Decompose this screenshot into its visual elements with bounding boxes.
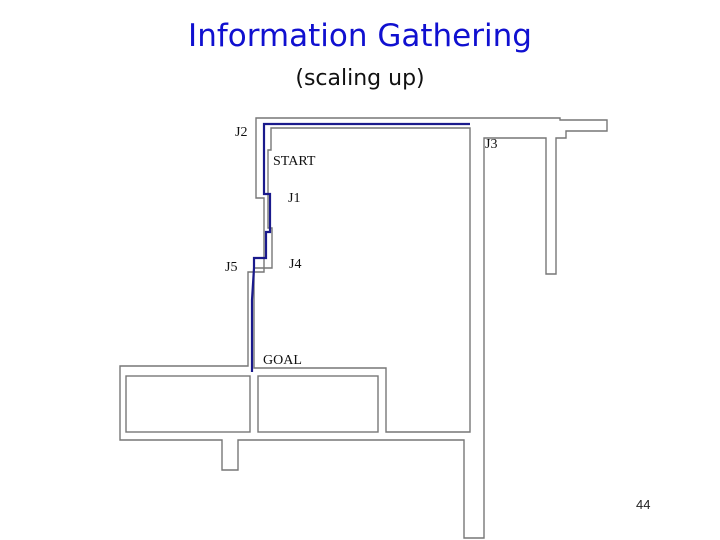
- corridor-inner-wall: [253, 127, 471, 433]
- corridor-outer-wall: [119, 117, 608, 539]
- label-goal: GOAL: [263, 353, 302, 368]
- label-j5: J5: [225, 260, 237, 275]
- room-right: [257, 375, 379, 433]
- label-j2: J2: [235, 125, 247, 140]
- label-j4: J4: [289, 257, 301, 272]
- room-left: [125, 375, 251, 433]
- label-j3: J3: [485, 137, 497, 152]
- page-number: 44: [636, 497, 651, 512]
- slide-subtitle: (scaling up): [295, 66, 425, 91]
- label-start: START: [273, 154, 316, 169]
- robot-path: [250, 122, 470, 372]
- slide-title: Information Gathering: [188, 18, 532, 54]
- label-j1: J1: [288, 191, 300, 206]
